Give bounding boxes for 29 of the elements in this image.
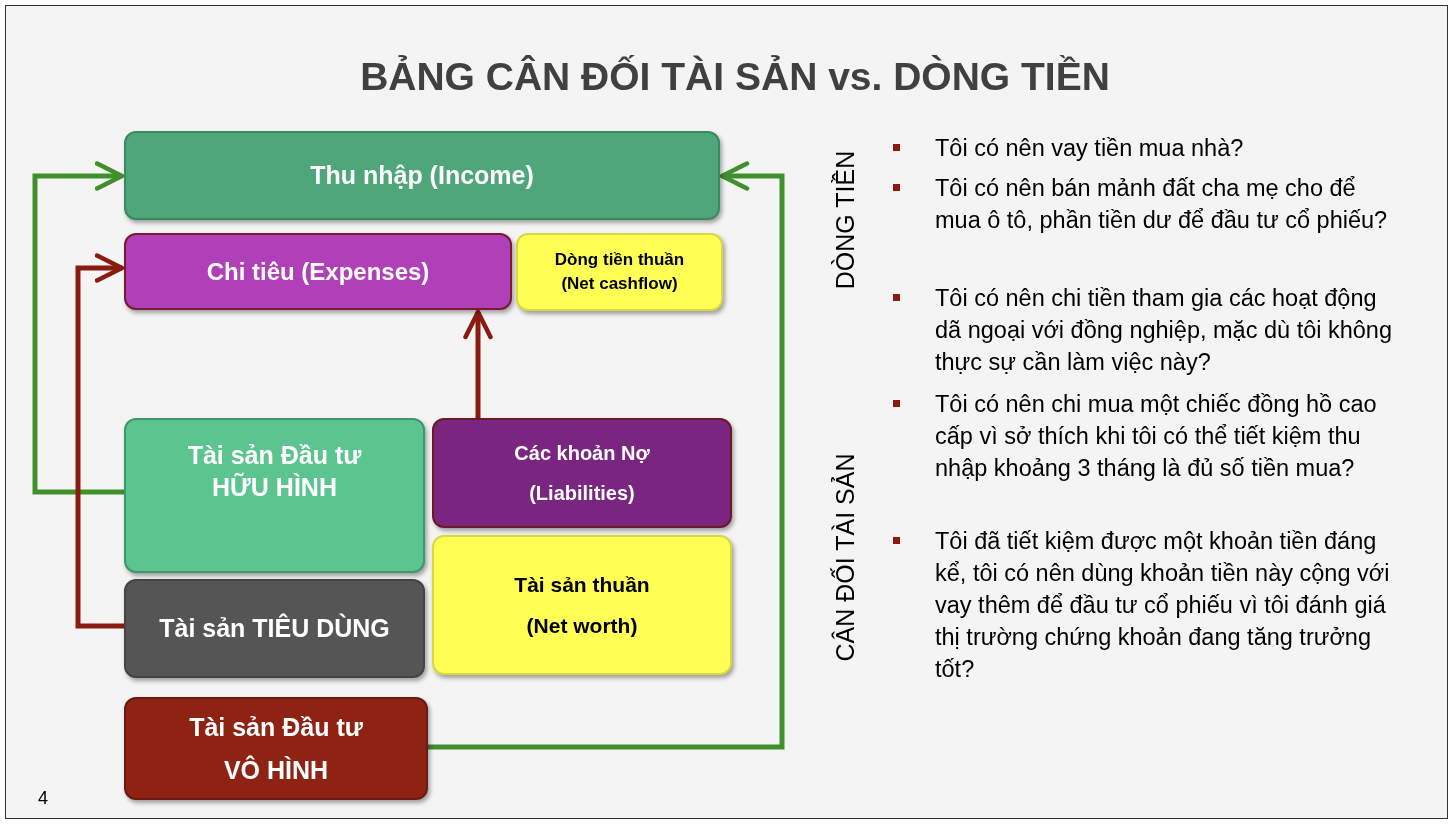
section-label: CÂN ĐỐI TÀI SẢN	[830, 452, 860, 664]
question-text: Tôi có nên chi tiền tham gia các hoạt động dã ngoại với đồng nghiệp, mặc dù tôi không thực sự cần làm việc này?	[935, 284, 1393, 377]
slide-title: BẢNG CÂN ĐỐI TÀI SẢN vs. DÒNG TIỀN	[359, 54, 1111, 100]
arrow	[463, 309, 493, 418]
rounded-box	[124, 418, 425, 573]
rounded-box	[124, 697, 428, 800]
arrow	[75, 253, 125, 629]
section-label: DÒNG TIỀN	[830, 149, 860, 292]
question-text: Tôi có nên chi mua một chiếc đồng hồ cao cấp vì sở thích khi tôi có thể tiết kiệm thu nhập khoảng 3 tháng là đủ số tiền mua?	[935, 390, 1378, 483]
rounded-box	[432, 418, 732, 528]
box-label: Tài sản Đầu tư HỮU HÌNH	[186, 439, 363, 503]
rounded-box	[516, 233, 723, 311]
box-label: Các khoản Nợ (Liabilities)	[513, 441, 651, 506]
rounded-box	[124, 233, 512, 310]
box-label: Tài sản thuần (Net worth)	[513, 572, 651, 639]
rounded-box	[124, 579, 425, 678]
question-text: Tôi đã tiết kiệm được một khoản tiền đáng kể, tôi có nên dùng khoản tiền này cộng với vay thêm để đầu tư cổ phiếu vì tôi đánh giá thị trường chứng khoản đang tăng trưởng tốt?	[935, 527, 1391, 684]
page-number: 4	[38, 787, 48, 810]
box-label: Chi tiêu (Expenses)	[205, 256, 431, 287]
rounded-box	[432, 535, 732, 675]
arrow	[32, 161, 125, 495]
question-text: Tôi có nên vay tiền mua nhà?	[935, 134, 1245, 163]
box-label: Dòng tiền thuần (Net cashflow)	[553, 249, 686, 295]
box-label: Tài sản TIÊU DÙNG	[158, 612, 391, 644]
rounded-box	[124, 131, 720, 220]
question-text: Tôi có nên bán mảnh đất cha mẹ cho để mua ô tô, phần tiền dư để đầu tư cổ phiếu?	[935, 174, 1389, 235]
box-label: Thu nhập (Income)	[309, 159, 535, 191]
box-label: Tài sản Đầu tư VÔ HÌNH	[188, 711, 364, 786]
arrow	[428, 161, 785, 750]
